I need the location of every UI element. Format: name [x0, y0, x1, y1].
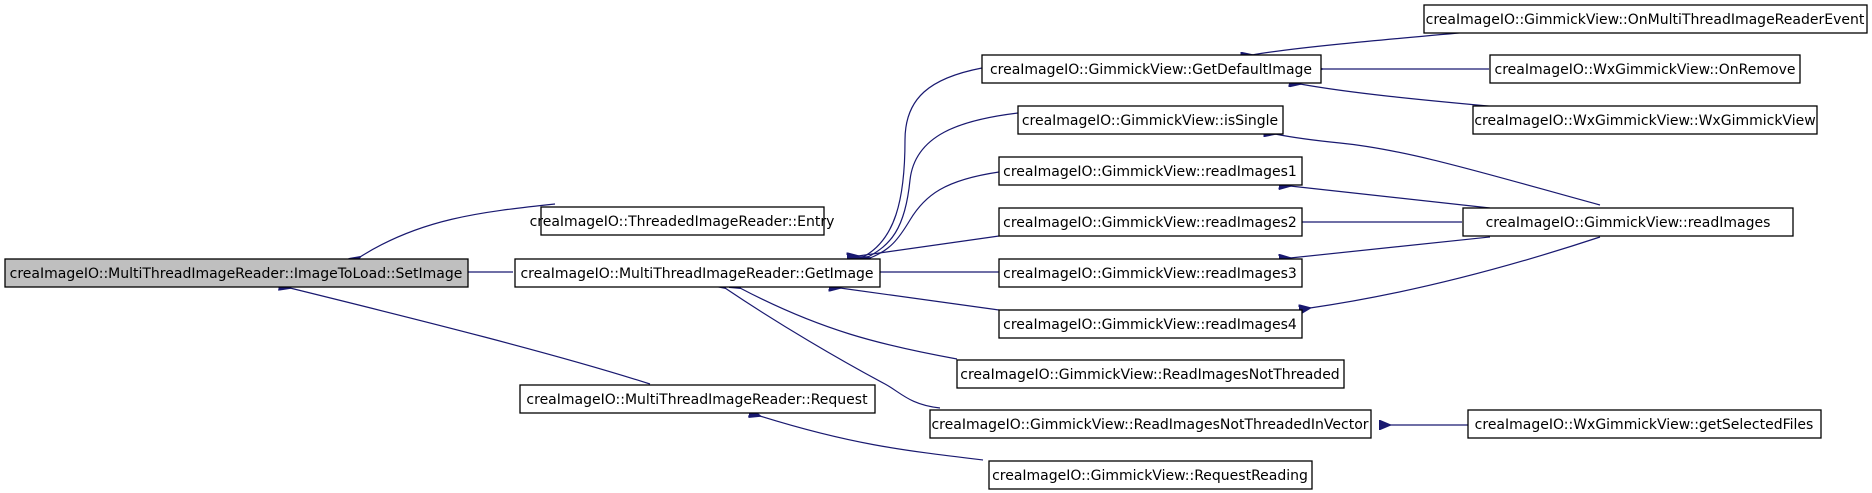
edge-wxgimmickview-to-getdefaultimage — [1300, 84, 1511, 109]
node-readimages2[interactable]: creaImageIO::GimmickView::readImages2 — [998, 207, 1303, 237]
node-getimage[interactable]: creaImageIO::MultiThreadImageReader::Get… — [514, 258, 881, 288]
node-onmultithread[interactable]: creaImageIO::GimmickView::OnMultiThreadI… — [1423, 4, 1868, 34]
node-getselectedfiles[interactable]: creaImageIO::WxGimmickView::getSelectedF… — [1467, 409, 1822, 439]
node-box — [929, 409, 1372, 439]
node-label: creaImageIO::GimmickView::readImages4 — [1003, 317, 1297, 333]
edge-entry-to-setimage — [360, 203, 556, 257]
node-box — [519, 384, 876, 414]
node-label: creaImageIO::WxGimmickView::OnRemove — [1495, 62, 1796, 78]
edge-onmultithread-to-getdefaultimage — [1252, 31, 1471, 55]
node-label: creaImageIO::GimmickView::readImages2 — [1003, 215, 1297, 231]
node-readimages[interactable]: creaImageIO::GimmickView::readImages — [1462, 207, 1794, 237]
node-entry[interactable]: creaImageIO::ThreadedImageReader::Entry — [530, 206, 835, 236]
edge-readimages-to-readimages4 — [1310, 236, 1601, 308]
node-box — [998, 207, 1303, 237]
node-setimage[interactable]: creaImageIO::MultiThreadImageReader::Ima… — [4, 258, 469, 288]
edge-readimages-to-issingle — [1275, 134, 1601, 206]
edge-readimagesnotthreaded-to-getimage — [740, 288, 958, 360]
node-box — [514, 258, 881, 288]
edge-readimages2-to-getimage — [858, 235, 1000, 256]
node-readimages4[interactable]: creaImageIO::GimmickView::readImages4 — [998, 309, 1303, 339]
node-label: creaImageIO::GimmickView::ReadImagesNotT… — [960, 367, 1339, 383]
edge-readimages4-to-getimage — [840, 288, 1000, 311]
edge-readimagesnotthreadedinvector-to-getimage — [725, 288, 941, 409]
nodes-layer: creaImageIO::MultiThreadImageReader::Ima… — [4, 4, 1868, 490]
node-wxgimmickview[interactable]: creaImageIO::WxGimmickView::WxGimmickVie… — [1472, 105, 1818, 135]
node-box — [1489, 54, 1801, 84]
edge-issingle-to-getimage — [868, 112, 1019, 257]
node-label: creaImageIO::WxGimmickView::WxGimmickVie… — [1474, 113, 1815, 129]
node-box — [1467, 409, 1822, 439]
node-label: creaImageIO::GimmickView::GetDefaultImag… — [990, 62, 1312, 78]
node-box — [1423, 4, 1868, 34]
edge-request-to-setimage — [290, 288, 651, 385]
node-readimagesnotthreadedinvector[interactable]: creaImageIO::GimmickView::ReadImagesNotT… — [929, 409, 1372, 439]
node-readimagesnotthreaded[interactable]: creaImageIO::GimmickView::ReadImagesNotT… — [956, 359, 1345, 389]
node-box — [540, 206, 825, 236]
edge-requestreading-to-request — [760, 416, 984, 461]
node-label: creaImageIO::GimmickView::readImages1 — [1003, 164, 1297, 180]
node-readimages3[interactable]: creaImageIO::GimmickView::readImages3 — [998, 258, 1303, 288]
node-label: creaImageIO::GimmickView::isSingle — [1022, 113, 1278, 129]
node-getdefaultimage[interactable]: creaImageIO::GimmickView::GetDefaultImag… — [981, 54, 1322, 84]
edge-getdefaultimage-to-getimage — [863, 67, 983, 257]
node-request[interactable]: creaImageIO::MultiThreadImageReader::Req… — [519, 384, 876, 414]
node-box — [4, 258, 469, 288]
node-label: creaImageIO::ThreadedImageReader::Entry — [530, 214, 835, 230]
node-readimages1[interactable]: creaImageIO::GimmickView::readImages1 — [998, 156, 1303, 186]
edge-readimages-to-readimages3 — [1290, 236, 1491, 258]
node-onremove[interactable]: creaImageIO::WxGimmickView::OnRemove — [1489, 54, 1801, 84]
node-label: creaImageIO::GimmickView::readImages — [1486, 215, 1771, 231]
node-requestreading[interactable]: creaImageIO::GimmickView::RequestReading — [988, 460, 1313, 490]
node-label: creaImageIO::WxGimmickView::getSelectedF… — [1475, 417, 1814, 433]
node-box — [956, 359, 1345, 389]
edge-readimages1-to-getimage — [870, 171, 1000, 258]
node-box — [998, 156, 1303, 186]
node-box — [998, 258, 1303, 288]
node-label: creaImageIO::GimmickView::readImages3 — [1003, 266, 1297, 282]
node-box — [998, 309, 1303, 339]
edges-layer — [290, 31, 1601, 461]
node-label: creaImageIO::MultiThreadImageReader::Get… — [520, 266, 873, 282]
node-box — [1017, 105, 1284, 135]
edge-readimages-to-readimages1 — [1290, 186, 1491, 209]
node-label: creaImageIO::MultiThreadImageReader::Req… — [526, 392, 868, 408]
node-box — [981, 54, 1322, 84]
node-box — [988, 460, 1313, 490]
node-label: creaImageIO::MultiThreadImageReader::Ima… — [10, 266, 463, 282]
node-label: creaImageIO::GimmickView::ReadImagesNotT… — [931, 417, 1368, 433]
node-issingle[interactable]: creaImageIO::GimmickView::isSingle — [1017, 105, 1284, 135]
node-label: creaImageIO::GimmickView::RequestReading — [992, 468, 1308, 484]
node-label: creaImageIO::GimmickView::OnMultiThreadI… — [1426, 12, 1865, 28]
node-box — [1462, 207, 1794, 237]
node-box — [1472, 105, 1818, 135]
